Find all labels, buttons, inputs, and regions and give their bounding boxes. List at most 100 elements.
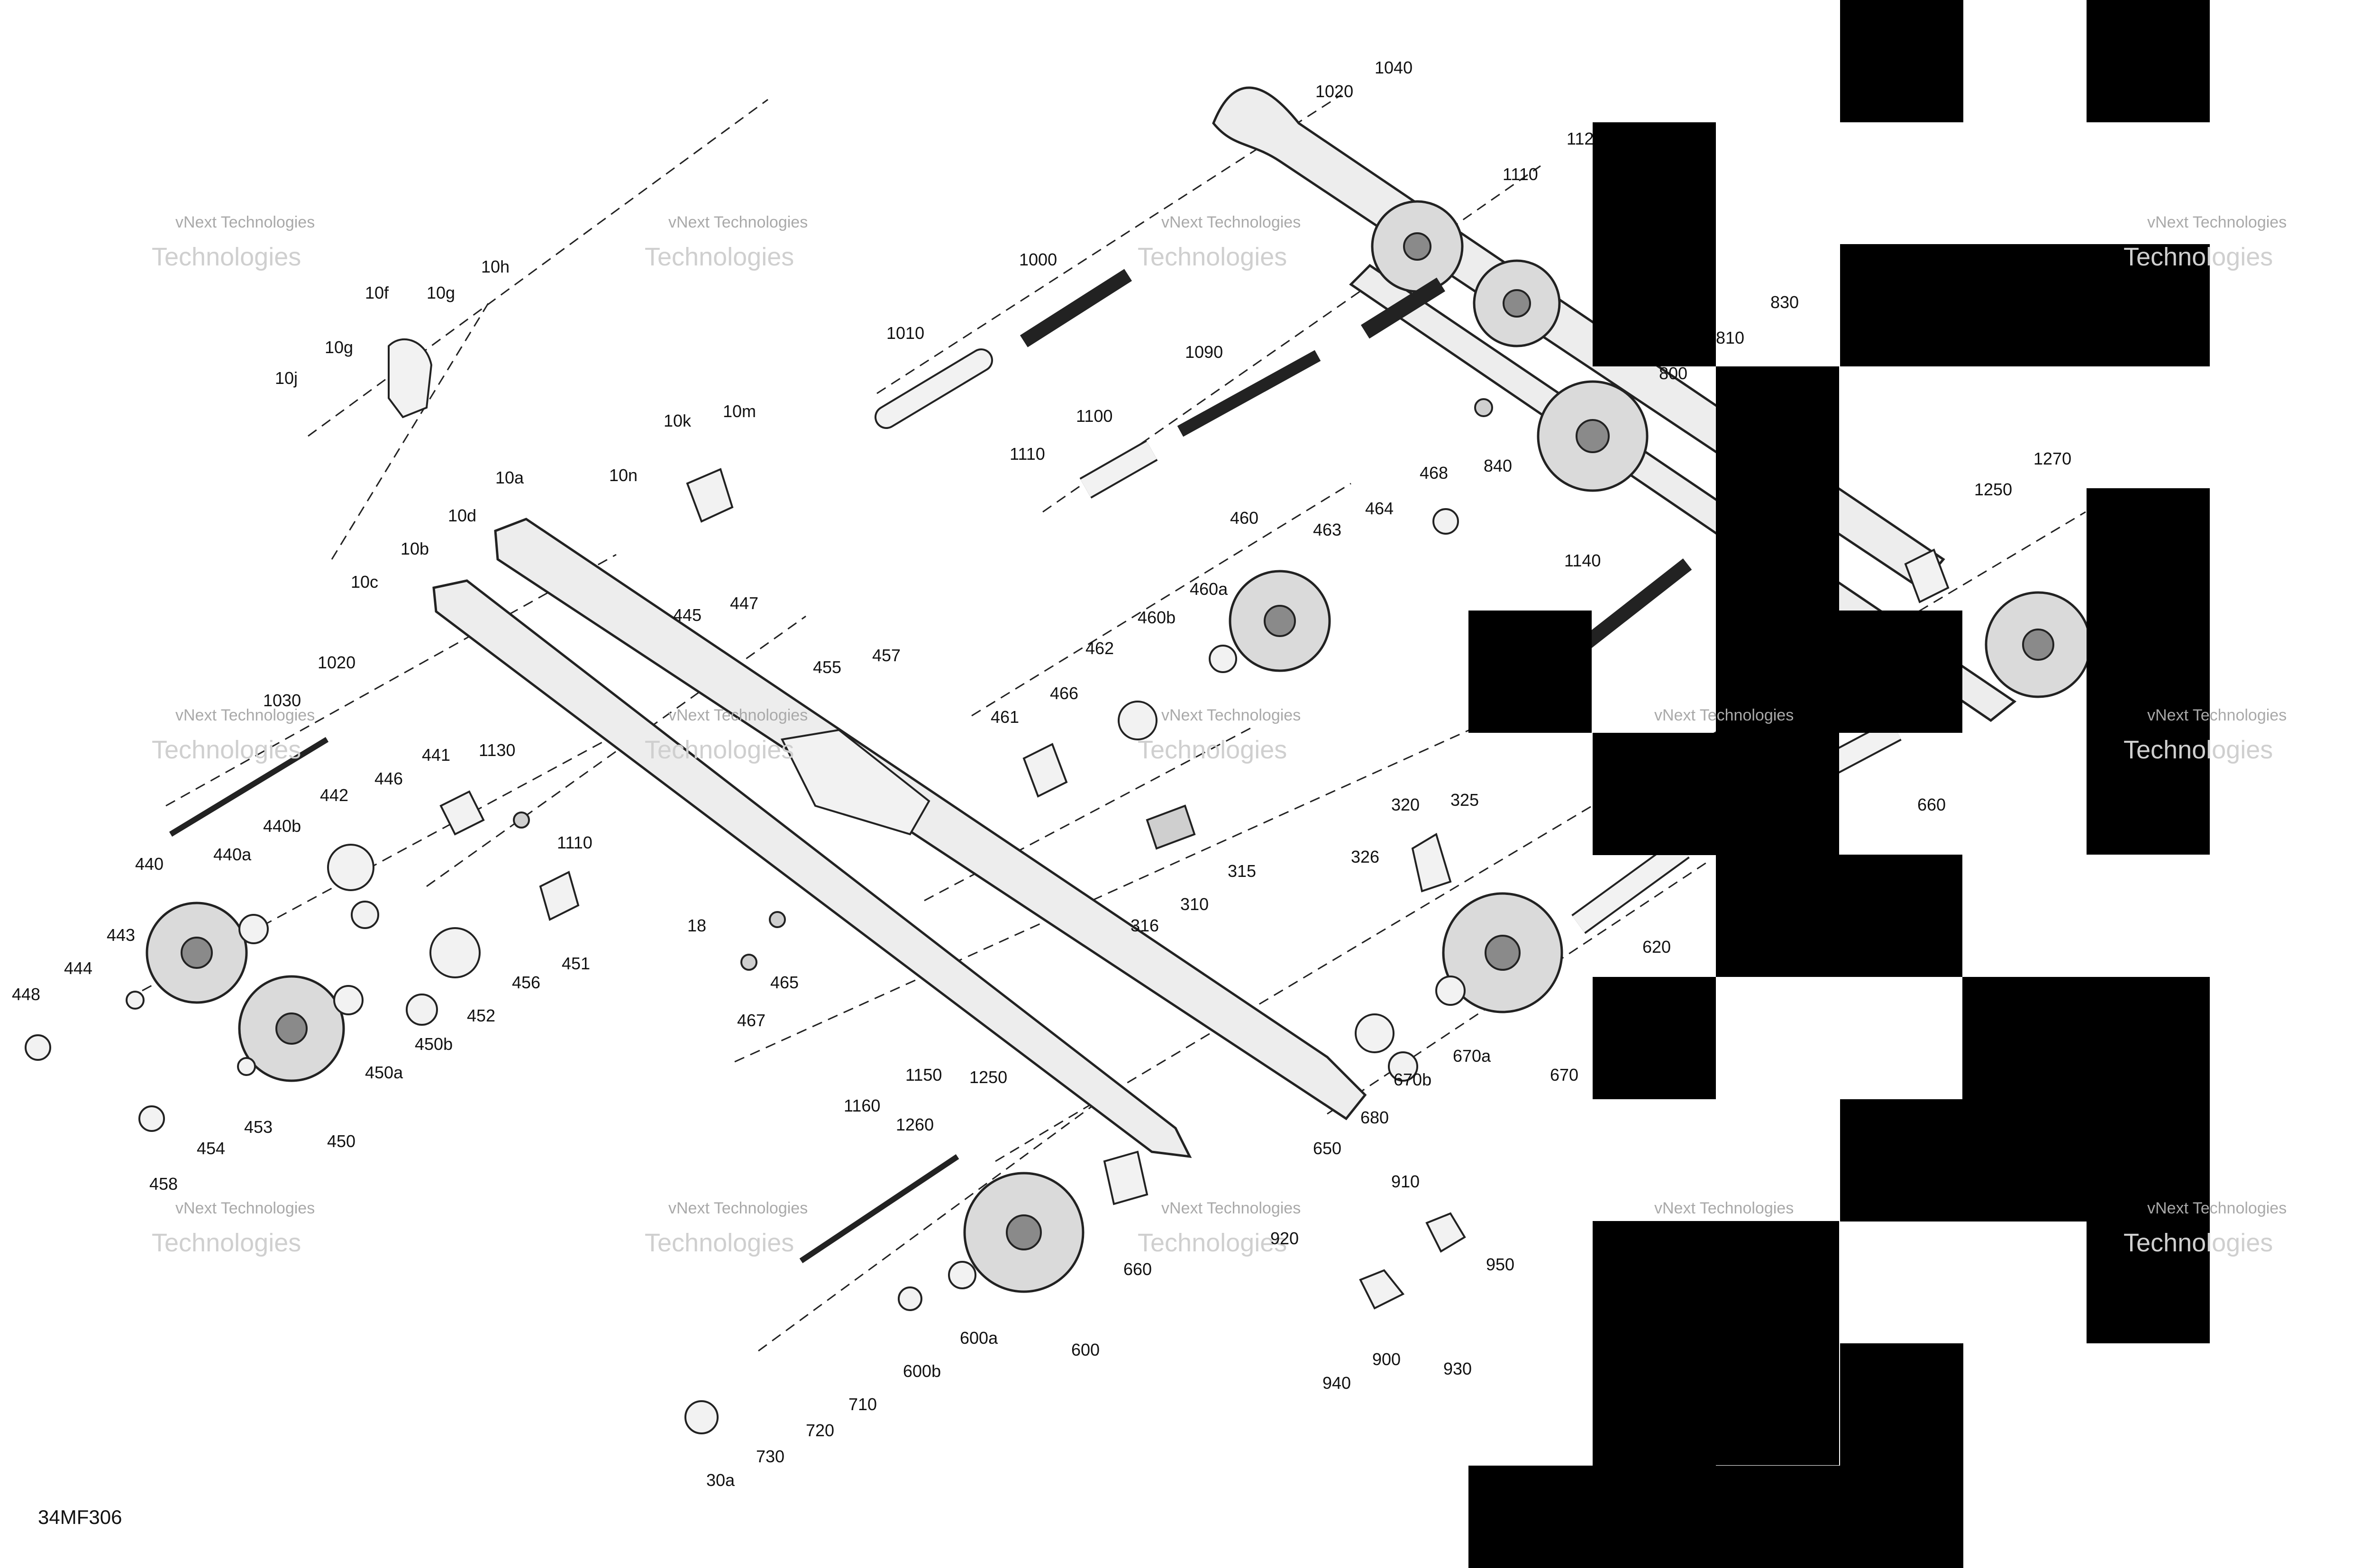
left-rail [432, 518, 1367, 1158]
part-label: 10f [365, 283, 389, 302]
watermark-text: vNext Technologies [2147, 1199, 2287, 1217]
part-label: 910 [1391, 1172, 1420, 1191]
watermarks: vNext Technologies Technologies vNext Te… [152, 213, 2287, 1257]
watermark-text: vNext Technologies [668, 213, 808, 231]
part-label: 930 [1443, 1359, 1472, 1378]
watermark-text: Technologies [1138, 1229, 1287, 1257]
part-label: 457 [872, 646, 901, 665]
part-label: 460b [1138, 608, 1176, 627]
part-label: 1250 [1974, 480, 2012, 499]
part-label: 10m [723, 401, 756, 421]
watermark-text: Technologies [2124, 243, 2273, 271]
part-label: 1000 [1019, 250, 1057, 269]
part-label: 465 [770, 973, 799, 992]
part-label: 466 [1050, 684, 1078, 703]
part-label: 452 [467, 1006, 495, 1025]
part-label: 315 [1228, 861, 1256, 881]
watermark-text: vNext Technologies [1654, 1199, 1794, 1217]
part-label: 446 [374, 769, 403, 788]
part-label: 30a [706, 1470, 735, 1490]
part-label: 1040 [1375, 58, 1413, 77]
part-label: 460a [1190, 579, 1228, 599]
part-label: 10g [325, 337, 353, 357]
part-label: 443 [107, 925, 135, 945]
part-label: 10h [481, 257, 510, 276]
part-label: 444 [64, 958, 92, 978]
leader-lines [142, 94, 2086, 1352]
part-label: 650 [1313, 1139, 1341, 1158]
watermark-text: Technologies [645, 243, 794, 271]
small-parts [25, 338, 1950, 1434]
part-label: 310 [1180, 894, 1209, 914]
part-label: 620 [1642, 937, 1671, 957]
part-label: 940 [1322, 1373, 1351, 1393]
watermark-text: vNext Technologies [2147, 706, 2287, 724]
part-label: 458 [149, 1174, 178, 1194]
part-label: 1020 [1315, 82, 1353, 101]
watermark-text: vNext Technologies [668, 706, 808, 724]
part-label: 456 [512, 973, 540, 992]
part-label: 1270 [2033, 449, 2071, 468]
part-label: 463 [1313, 520, 1341, 539]
part-label: 10c [351, 572, 378, 592]
watermark-text: vNext Technologies [175, 1199, 315, 1217]
part-label: 710 [848, 1395, 877, 1414]
rail-wheel-upper-2 [1473, 259, 1561, 347]
part-label: 1030 [263, 691, 301, 710]
part-label: 450 [327, 1131, 356, 1151]
part-label: 1150 [905, 1065, 942, 1085]
part-label: 830 [1770, 292, 1799, 312]
part-label: 600a [960, 1328, 998, 1348]
part-label: 730 [756, 1447, 784, 1466]
document-code: 34MF306 [38, 1506, 122, 1528]
watermark-text: vNext Technologies [1161, 213, 1301, 231]
part-label: 326 [1351, 847, 1379, 866]
part-label: 600 [1071, 1340, 1100, 1359]
part-label: 464 [1365, 499, 1394, 518]
part-label: 1010 [886, 323, 924, 343]
part-label: 1020 [318, 653, 356, 672]
part-label: 900 [1372, 1349, 1401, 1369]
watermark-text: Technologies [2124, 736, 2273, 764]
part-label: 660 [1917, 795, 1946, 814]
part-label: 320 [1391, 795, 1420, 814]
part-label: 325 [1450, 790, 1479, 810]
watermark-text: vNext Technologies [1161, 1199, 1301, 1217]
qr-code-pattern [1468, 0, 2210, 1568]
part-label: 440b [263, 816, 301, 836]
part-label: 10b [401, 539, 429, 558]
part-label: 450b [415, 1034, 453, 1054]
part-label: 10d [448, 506, 476, 525]
part-label: 1110 [1503, 164, 1538, 184]
part-label: 1110 [1010, 444, 1045, 464]
part-label: 1100 [1076, 406, 1112, 426]
part-label: 316 [1130, 916, 1159, 935]
watermark-text: vNext Technologies [1654, 706, 1794, 724]
watermark-text: Technologies [645, 736, 794, 764]
watermark-text: Technologies [152, 243, 301, 271]
part-label: 10j [275, 368, 298, 388]
watermark-text: vNext Technologies [175, 213, 315, 231]
part-label: 840 [1484, 456, 1512, 475]
watermark-text: Technologies [1138, 243, 1287, 271]
part-label: 455 [813, 657, 841, 677]
watermark-text: vNext Technologies [1161, 706, 1301, 724]
part-label: 10n [609, 465, 638, 485]
part-label: 460 [1230, 508, 1258, 528]
part-label: 468 [1420, 463, 1448, 483]
watermark-text: Technologies [152, 1229, 301, 1257]
watermark-text: Technologies [645, 1229, 794, 1257]
part-label: 720 [806, 1421, 834, 1440]
part-label: 10g [427, 283, 455, 302]
part-label: 1140 [1564, 551, 1601, 570]
rail-wheel-right [1985, 591, 2092, 698]
part-label: 1130 [479, 740, 515, 760]
rail-wheel-upper-1 [1371, 200, 1464, 293]
rail-wheel-upper-3 [1537, 380, 1649, 492]
part-label: 920 [1270, 1229, 1299, 1248]
part-label: 462 [1085, 638, 1114, 658]
part-label: 453 [244, 1117, 273, 1137]
watermark-text: Technologies [1138, 736, 1287, 764]
part-label: 1090 [1185, 342, 1223, 362]
